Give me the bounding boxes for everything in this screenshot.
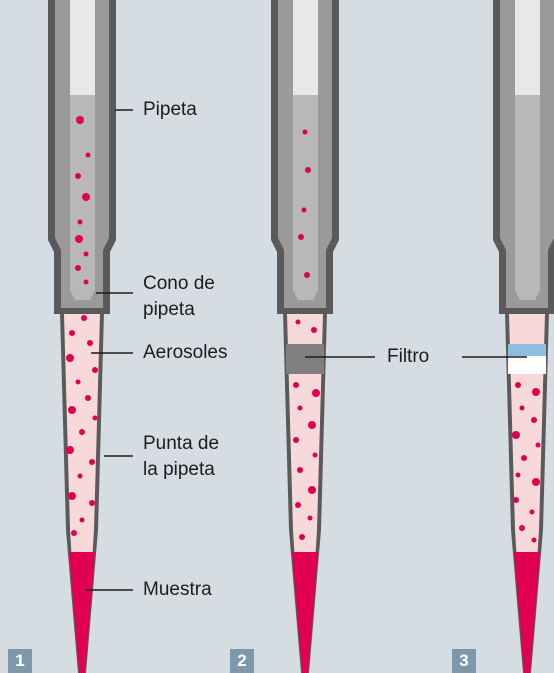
pipette-3-channel-bottom [515,95,540,300]
aerosol-droplet [299,534,305,540]
filter-3-white [508,356,546,374]
aerosol-droplet [519,405,525,411]
filter-3-blue [508,344,546,356]
aerosol-droplet [308,486,316,494]
aerosol-droplet [307,515,313,521]
aerosol-droplet [312,452,318,458]
sample-1 [69,552,95,673]
aerosol-droplet [92,415,98,421]
aerosol-droplet [79,429,85,435]
panel-3-tip [505,312,549,673]
aerosol-droplet [308,421,316,429]
label-tip-line2: la pipeta [143,459,215,480]
aerosol-droplet [87,340,93,346]
label-filter: Filtro [387,346,430,367]
aerosol-droplet [305,167,311,173]
aerosols-panel-1 [66,116,98,536]
panel-2-tip [283,312,327,673]
aerosols-panel-2 [293,129,320,540]
aerosol-droplet [75,235,83,243]
aerosol-droplet [531,537,537,543]
sample-2 [292,552,318,673]
label-aerosols: Aerosoles [143,342,228,363]
aerosol-droplet [69,330,75,336]
aerosol-droplet [515,382,521,388]
aerosol-droplet [312,389,320,397]
aerosol-droplet [519,525,525,531]
aerosol-droplet [68,406,76,414]
aerosol-droplet [68,492,76,500]
label-cone-line2: pipeta [143,299,195,320]
aerosol-droplet [75,173,81,179]
aerosol-droplet [535,442,541,448]
panel-3-pipette [493,0,554,314]
aerosol-droplet [89,500,95,506]
aerosol-droplet [295,319,301,325]
label-pipette: Pipeta [143,99,197,120]
aerosol-droplet [83,251,89,257]
aerosol-droplet [297,405,303,411]
aerosol-droplet [76,116,84,124]
label-sample: Muestra [143,579,212,600]
aerosol-droplet [302,129,308,135]
aerosol-droplet [521,455,527,461]
pipette-3-channel-top [515,0,540,95]
filter-2 [286,344,324,374]
aerosol-droplet [297,467,303,473]
aerosol-droplet [75,379,81,385]
panel-1-tip [60,312,104,673]
label-cone-line1: Cono de [143,273,215,294]
aerosol-droplet [532,388,540,396]
aerosol-droplet [512,431,520,439]
aerosol-droplet [295,502,301,508]
aerosol-droplet [82,193,90,201]
tip-1-fill [64,314,100,673]
panel-number-1: 1 [8,649,32,673]
panel-number-3: 3 [452,649,476,673]
aerosol-droplet [85,395,91,401]
aerosol-droplet [301,207,307,213]
aerosol-droplet [515,472,521,478]
label-tip-line1: Punta de [143,433,220,454]
pipette-2-channel-bottom [293,95,318,300]
aerosol-droplet [298,234,304,240]
aerosol-droplet [529,509,535,515]
aerosol-droplet [293,382,299,388]
aerosol-droplet [85,152,91,158]
sample-3 [514,552,540,673]
leader-lines [86,109,527,591]
aerosol-droplet [304,272,310,278]
pipette-1-channel-top [70,0,95,95]
aerosol-droplet [77,473,83,479]
aerosol-droplet [75,265,81,271]
panel-number-2: 2 [230,649,254,673]
panel-2-pipette [271,0,339,314]
aerosol-droplet [83,279,89,285]
aerosol-droplet [71,530,77,536]
aerosol-droplet [66,446,74,454]
tip-2-fill [287,314,323,673]
panel-1-pipette [48,0,116,314]
aerosol-droplet [532,478,540,486]
aerosol-droplet [77,219,83,225]
aerosol-droplet [89,459,95,465]
aerosols-panel-3 [512,382,541,543]
aerosol-droplet [513,497,519,503]
aerosol-droplet [81,315,87,321]
aerosol-droplet [92,367,98,373]
aerosol-droplet [531,417,537,423]
aerosol-droplet [66,354,74,362]
aerosol-droplet [311,327,317,333]
pipette-2-channel-top [293,0,318,95]
aerosol-droplet [293,437,299,443]
tip-3-fill [509,314,545,673]
aerosol-droplet [79,517,85,523]
